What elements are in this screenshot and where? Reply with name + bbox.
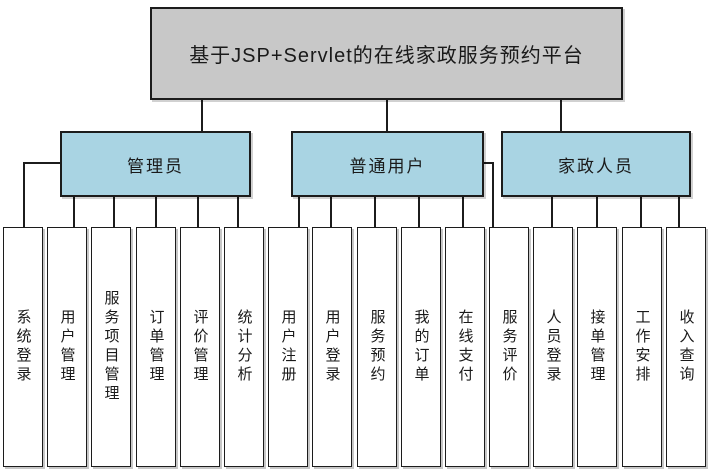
leaf-node-review-management: 评价管理 bbox=[180, 227, 220, 467]
group-node-user: 普通用户 bbox=[291, 131, 484, 197]
leaf-label: 评价管理 bbox=[191, 309, 209, 385]
leaf-label: 在线支付 bbox=[456, 309, 474, 385]
leaf-label: 接单管理 bbox=[588, 309, 606, 385]
leaf-label: 统计分析 bbox=[235, 309, 253, 385]
leaf-node-income-query: 收入查询 bbox=[666, 227, 706, 467]
leaf-node-staff-login: 人员登录 bbox=[533, 227, 573, 467]
leaf-node-statistics: 统计分析 bbox=[224, 227, 264, 467]
leaf-label: 服务评价 bbox=[500, 309, 518, 385]
root-node: 基于JSP+Servlet的在线家政服务预约平台 bbox=[150, 7, 623, 100]
group-node-staff-label: 家政人员 bbox=[558, 156, 634, 176]
leaf-node-system-login: 系统登录 bbox=[3, 227, 43, 467]
group-node-staff: 家政人员 bbox=[501, 131, 691, 197]
leaf-node-my-orders: 我的订单 bbox=[401, 227, 441, 467]
leaf-node-service-item-management: 服务项目管理 bbox=[91, 227, 131, 467]
leaf-node-user-login: 用户登录 bbox=[312, 227, 352, 467]
root-node-label: 基于JSP+Servlet的在线家政服务预约平台 bbox=[189, 45, 584, 67]
leaf-label: 我的订单 bbox=[412, 309, 430, 385]
leaf-label: 收入查询 bbox=[677, 309, 695, 385]
leaf-node-service-booking: 服务预约 bbox=[357, 227, 397, 467]
leaf-node-order-taking: 接单管理 bbox=[577, 227, 617, 467]
group-node-admin: 管理员 bbox=[60, 131, 251, 197]
group-node-user-label: 普通用户 bbox=[349, 156, 426, 176]
leaf-label: 人员登录 bbox=[544, 309, 562, 385]
connector-elbow bbox=[484, 162, 494, 230]
leaf-label: 服务预约 bbox=[368, 309, 386, 385]
leaf-label: 用户登录 bbox=[323, 309, 341, 385]
connector-elbow bbox=[23, 162, 60, 230]
group-node-admin-label: 管理员 bbox=[127, 156, 184, 176]
leaf-node-service-review: 服务评价 bbox=[489, 227, 529, 467]
leaf-label: 用户注册 bbox=[279, 309, 297, 385]
leaf-node-user-register: 用户注册 bbox=[268, 227, 308, 467]
leaf-label: 服务项目管理 bbox=[102, 290, 120, 404]
leaf-label: 订单管理 bbox=[147, 309, 165, 385]
leaf-node-work-schedule: 工作安排 bbox=[622, 227, 662, 467]
leaf-label: 系统登录 bbox=[14, 309, 32, 385]
leaf-label: 用户管理 bbox=[58, 309, 76, 385]
leaf-node-order-management: 订单管理 bbox=[136, 227, 176, 467]
leaf-label: 工作安排 bbox=[633, 309, 651, 385]
leaf-node-online-payment: 在线支付 bbox=[445, 227, 485, 467]
leaf-node-user-management: 用户管理 bbox=[47, 227, 87, 467]
